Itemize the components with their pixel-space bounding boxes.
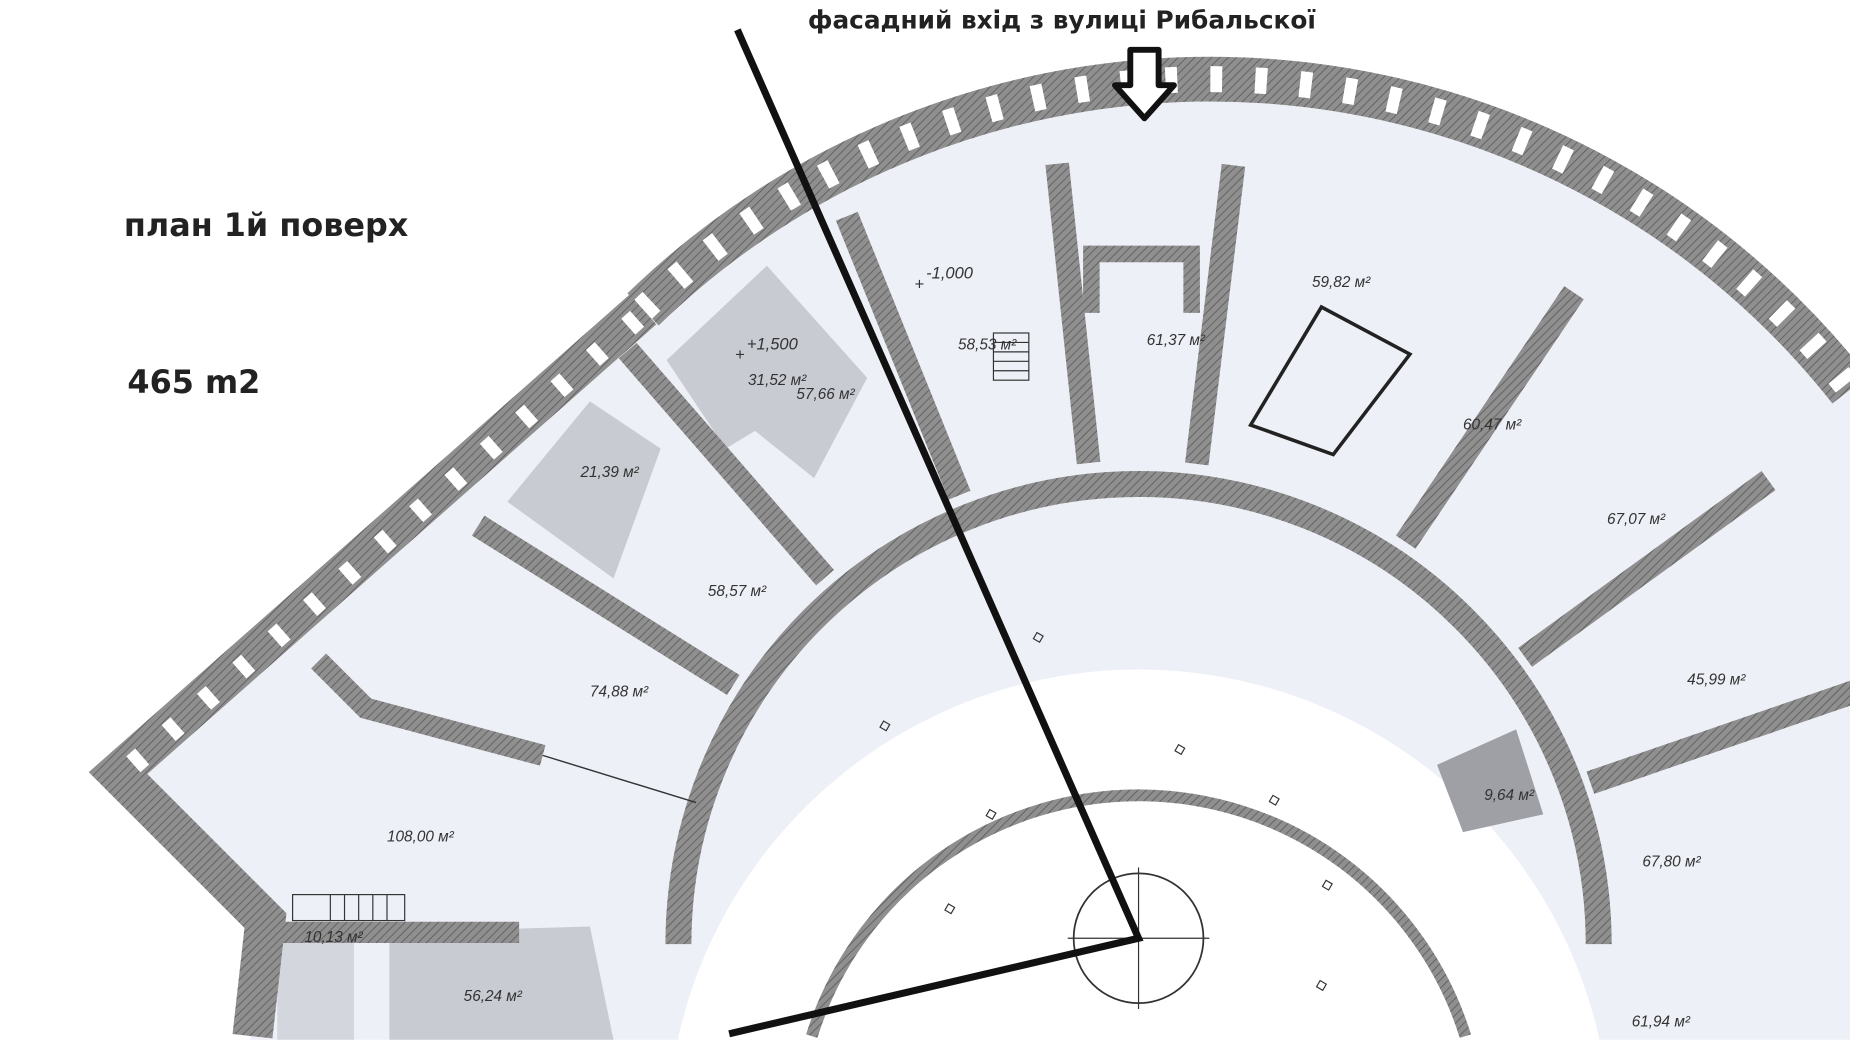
entrance-core [1083,245,1200,313]
room-area-label: 67,80 м² [1642,853,1701,870]
radial-wall [1518,471,1776,667]
room-10-13 [277,932,354,1040]
room-area-label: 21,39 м² [579,464,639,481]
courtyard-wall [806,789,1472,1038]
radial-wall [1185,163,1246,466]
partition-108-74 [311,653,546,766]
level-mark: + [735,346,745,364]
room-56-24 [389,926,614,1040]
partition-walls [471,162,1850,794]
room-area-label: 31,52 м² [748,372,807,389]
plan-title: план 1й поверх [124,206,409,244]
radial-wall [1395,286,1584,549]
courtyard-columns [879,631,1333,992]
level-label: +1,500 [747,336,799,354]
room-area-label: 10,13 м² [304,929,363,946]
partition-thin [542,754,697,804]
kiosk-outline [1248,304,1413,457]
room-area-label: 59,82 м² [1312,274,1371,291]
room-area-label: 58,53 м² [958,337,1017,354]
room-area-label: 58,57 м² [708,583,767,600]
room-area-label: 9,64 м² [1484,787,1535,804]
left-wall-windows [120,310,645,778]
total-area: 465 m2 [127,363,260,401]
room-area-label: 45,99 м² [1687,672,1746,689]
column-marker [879,720,891,732]
radial-wall [1045,162,1101,465]
level-label: -1,000 [926,265,974,283]
room-area-label: 60,47 м² [1463,417,1522,434]
entrance-caption: фасадний вхід з вулиці Рибальскої [808,6,1316,35]
level-mark: + [914,275,924,293]
room-area-label: 56,24 м² [464,988,523,1005]
radial-wall [835,211,971,500]
stairs-icon [292,332,1030,922]
column-marker [1174,743,1186,756]
courtyard-corridor [677,669,1600,1040]
column-marker [1032,631,1044,644]
radial-wall [618,342,834,586]
column-marker [1268,794,1280,806]
column-marker [944,903,956,915]
facade-windows [633,66,1850,398]
column-marker [1321,879,1333,891]
corridor-wall [665,471,1612,945]
room-area-label: 108,00 м² [387,829,455,846]
room-area-label: 67,07 м² [1607,511,1666,528]
room-area-label: 61,37 м² [1147,332,1206,349]
room-area-label: 61,94 м² [1632,1014,1691,1031]
room-9-64 [1437,729,1544,833]
entrance-arrow-icon [1112,46,1177,122]
radial-wall [471,515,740,696]
room-area-label: 57,66 м² [796,386,855,403]
room-21-39 [507,401,661,579]
room-31-52 [666,265,868,479]
column-marker [1315,979,1328,992]
room-area-label: 74,88 м² [590,683,649,700]
sector-marker-line [728,28,1144,1038]
radial-wall [1586,680,1850,794]
column-marker [985,808,997,821]
